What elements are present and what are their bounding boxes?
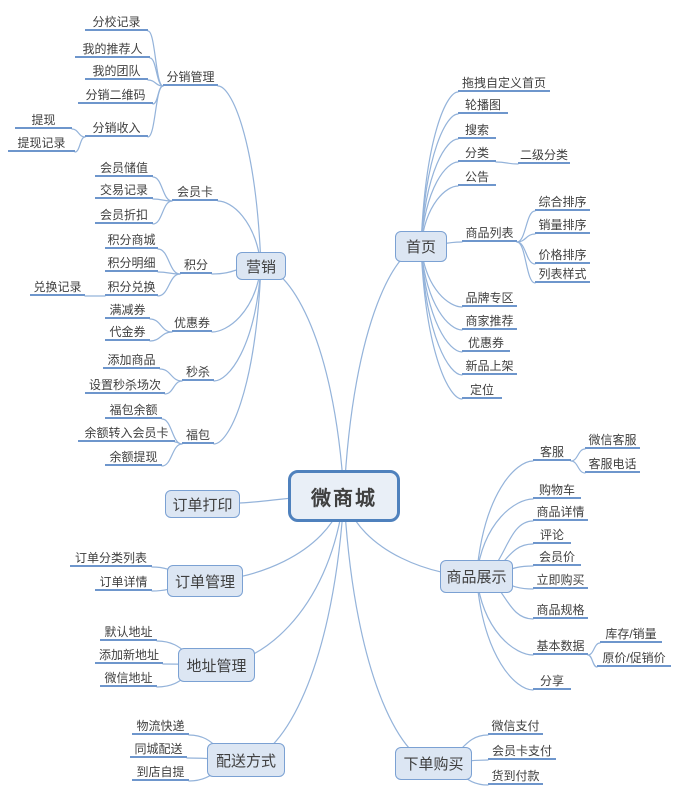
node-wechat-pay[interactable]: 微信支付: [488, 719, 543, 735]
node-order-print[interactable]: 订单打印: [165, 490, 240, 518]
node-add-new-address[interactable]: 添加新地址: [95, 648, 163, 664]
node-member-stored-value[interactable]: 会员储值: [95, 161, 153, 177]
node-distribution-management[interactable]: 分销管理: [163, 70, 218, 86]
node-points-mall[interactable]: 积分商城: [105, 233, 158, 249]
node-list-style[interactable]: 列表样式: [535, 267, 590, 283]
node-marketing[interactable]: 营销: [236, 252, 286, 280]
node-share[interactable]: 分享: [533, 674, 571, 690]
node-transaction-records[interactable]: 交易记录: [95, 183, 153, 199]
node-withdraw[interactable]: 提现: [15, 113, 72, 129]
node-my-team[interactable]: 我的团队: [85, 64, 148, 80]
node-sales-sort[interactable]: 销量排序: [535, 218, 590, 234]
node-member-discount[interactable]: 会员折扣: [95, 208, 153, 224]
node-cash-on-delivery[interactable]: 货到付款: [488, 769, 543, 785]
node-logistics-express[interactable]: 物流快递: [132, 719, 189, 735]
node-sub-category[interactable]: 二级分类: [518, 148, 570, 164]
node-member-card[interactable]: 会员卡: [172, 185, 218, 201]
node-add-product[interactable]: 添加商品: [103, 353, 160, 369]
node-drag-custom-home[interactable]: 拖拽自定义首页: [458, 76, 550, 92]
node-product-detail[interactable]: 商品详情: [533, 505, 588, 521]
node-merchant-recommend[interactable]: 商家推荐: [462, 314, 517, 330]
node-service-phone[interactable]: 客服电话: [585, 457, 640, 473]
node-wechat-service[interactable]: 微信客服: [585, 433, 640, 449]
node-shopping-cart[interactable]: 购物车: [533, 483, 581, 499]
node-points-detail[interactable]: 积分明细: [105, 256, 158, 272]
node-original-promo-price[interactable]: 原价/促销价: [597, 651, 671, 667]
node-full-reduction-coupon[interactable]: 满减券: [105, 303, 150, 319]
node-product-display[interactable]: 商品展示: [440, 560, 513, 593]
node-flash-sale[interactable]: 秒杀: [182, 365, 214, 381]
node-search[interactable]: 搜索: [458, 123, 496, 139]
node-balance-to-member-card[interactable]: 余额转入会员卡: [78, 426, 175, 442]
node-distribution-qrcode[interactable]: 分销二维码: [78, 88, 153, 104]
node-store-pickup[interactable]: 到店自提: [132, 765, 189, 781]
node-customer-service[interactable]: 客服: [533, 445, 571, 461]
node-voucher[interactable]: 代金券: [105, 325, 150, 341]
node-basic-data[interactable]: 基本数据: [533, 639, 588, 655]
node-order-category-list[interactable]: 订单分类列表: [70, 551, 152, 567]
node-fortune-pack[interactable]: 福包: [182, 428, 214, 444]
node-stock-sales[interactable]: 库存/销量: [600, 627, 662, 643]
node-branch-records[interactable]: 分校记录: [85, 15, 148, 31]
node-announcement[interactable]: 公告: [458, 170, 496, 186]
node-delivery-method[interactable]: 配送方式: [207, 743, 285, 777]
node-distribution-income[interactable]: 分销收入: [85, 121, 148, 137]
node-product-spec[interactable]: 商品规格: [533, 603, 588, 619]
node-comments[interactable]: 评论: [533, 528, 571, 544]
node-category[interactable]: 分类: [458, 146, 496, 162]
node-comprehensive-sort[interactable]: 综合排序: [535, 195, 590, 211]
node-place-order[interactable]: 下单购买: [395, 747, 472, 780]
node-set-flash-sessions[interactable]: 设置秒杀场次: [85, 378, 165, 394]
node-member-card-pay[interactable]: 会员卡支付: [488, 744, 556, 760]
node-fortune-pack-balance[interactable]: 福包余额: [105, 403, 162, 419]
node-withdraw-records[interactable]: 提现记录: [8, 136, 75, 152]
node-points[interactable]: 积分: [180, 258, 212, 274]
node-new-arrivals[interactable]: 新品上架: [462, 359, 517, 375]
node-wechat-address[interactable]: 微信地址: [100, 671, 157, 687]
node-my-referrer[interactable]: 我的推荐人: [75, 42, 150, 58]
node-order-detail[interactable]: 订单详情: [95, 575, 152, 591]
node-default-address[interactable]: 默认地址: [100, 625, 157, 641]
node-product-list[interactable]: 商品列表: [462, 226, 517, 242]
node-micro-mall[interactable]: 微商城: [288, 470, 400, 522]
node-brand-zone[interactable]: 品牌专区: [462, 291, 517, 307]
node-points-exchange[interactable]: 积分兑换: [105, 280, 158, 296]
node-local-delivery[interactable]: 同城配送: [130, 742, 187, 758]
node-coupon-home[interactable]: 优惠券: [462, 336, 510, 352]
node-exchange-records[interactable]: 兑换记录: [30, 280, 85, 296]
node-member-price[interactable]: 会员价: [533, 550, 581, 566]
node-buy-now[interactable]: 立即购买: [533, 573, 588, 589]
node-home[interactable]: 首页: [395, 231, 447, 262]
node-carousel[interactable]: 轮播图: [458, 98, 508, 114]
node-price-sort[interactable]: 价格排序: [535, 248, 590, 264]
node-balance-withdraw[interactable]: 余额提现: [105, 450, 162, 466]
node-address-management[interactable]: 地址管理: [178, 648, 255, 682]
node-order-management[interactable]: 订单管理: [167, 565, 243, 597]
node-coupon[interactable]: 优惠券: [172, 316, 212, 332]
node-location[interactable]: 定位: [462, 383, 502, 399]
